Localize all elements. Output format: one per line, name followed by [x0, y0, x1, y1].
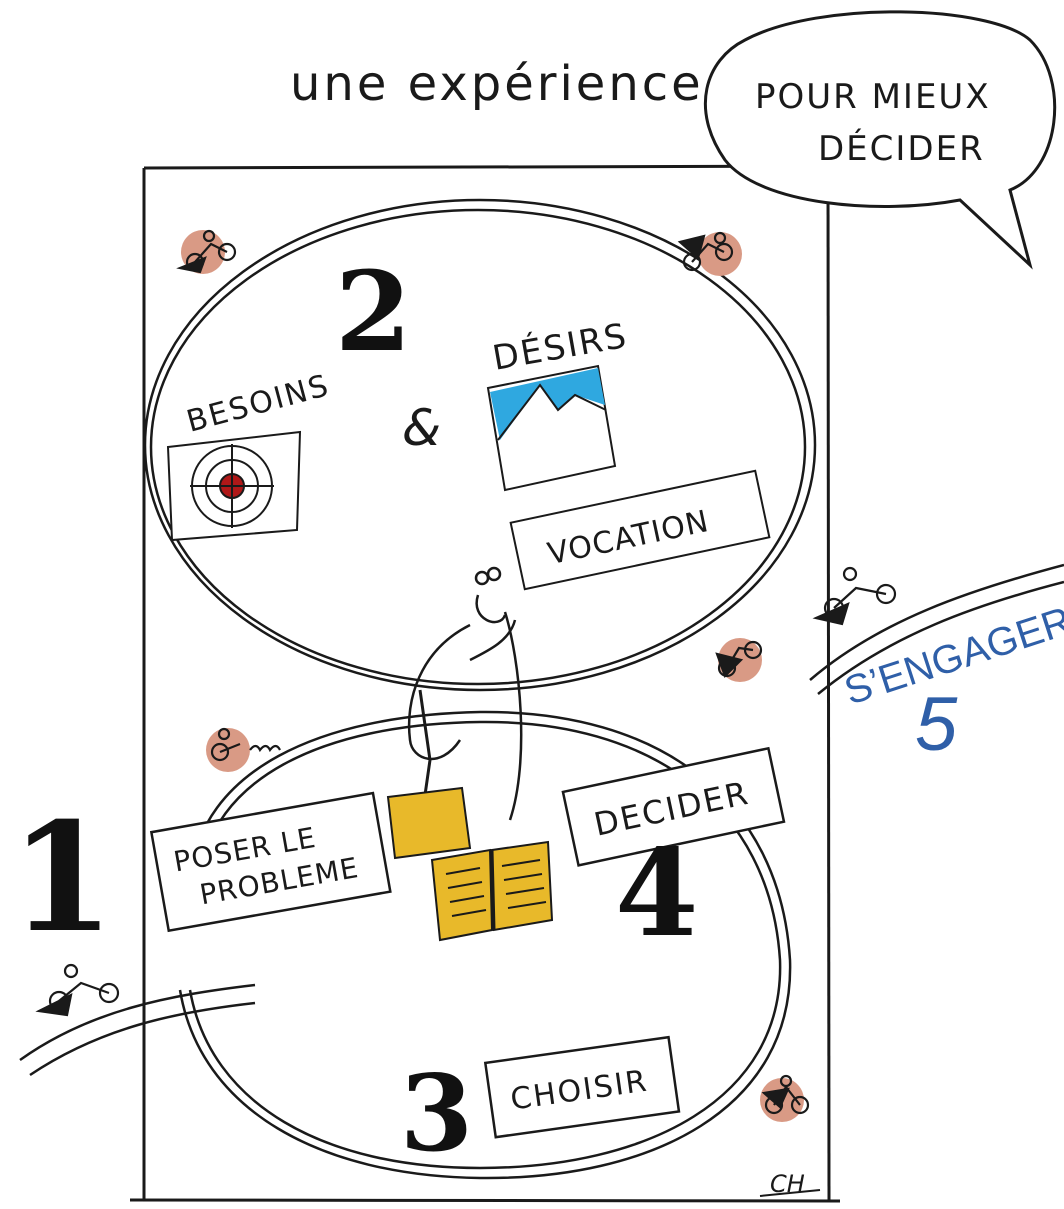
entry-road: [19, 983, 256, 1077]
step-number-3: 3: [400, 1051, 473, 1175]
target-icon: [166, 430, 302, 542]
desirs-label: DÉSIRS: [489, 315, 631, 379]
ampersand: &: [402, 399, 441, 457]
choisir-box: CHOISIR: [483, 1035, 681, 1139]
step-number-1: 1: [10, 790, 114, 966]
decider-box: DECIDER: [561, 746, 786, 867]
cyclist-icon: [176, 229, 237, 274]
besoins-label: BESOINS: [183, 368, 334, 440]
person-icon: [407, 566, 523, 831]
track-markers: [181, 230, 804, 1122]
cyclist-icon: [35, 963, 120, 1017]
speech-bubble: POUR MIEUX DÉCIDER: [703, 10, 1057, 270]
signature-underline: [759, 1189, 821, 1197]
open-book-icon: [430, 840, 554, 942]
exit-road: [809, 563, 1064, 695]
bubble-line-1: POUR MIEUX: [755, 77, 991, 117]
step-number-4: 4: [615, 823, 699, 964]
cyclist-icons: [35, 229, 897, 1115]
cyclist-icon: [761, 1074, 810, 1115]
title: une expérience: [290, 56, 704, 112]
bubble-line-2: DÉCIDER: [818, 128, 985, 169]
vocation-box: VOCATION: [509, 469, 771, 591]
cyclist-icon: [677, 231, 734, 272]
step-number-5: 5: [915, 682, 958, 767]
mountain-icon: [486, 364, 617, 492]
figure-eight-track: [143, 198, 817, 1180]
cyclist-icon: [715, 640, 763, 678]
cyclist-icon: [210, 727, 281, 762]
cyclist-icon: [812, 566, 897, 626]
sticky-note-icon: [386, 786, 472, 860]
step-number-2: 2: [335, 247, 412, 376]
poser-box: POSER LE PROBLEME: [149, 791, 392, 933]
frame: [129, 164, 841, 1203]
